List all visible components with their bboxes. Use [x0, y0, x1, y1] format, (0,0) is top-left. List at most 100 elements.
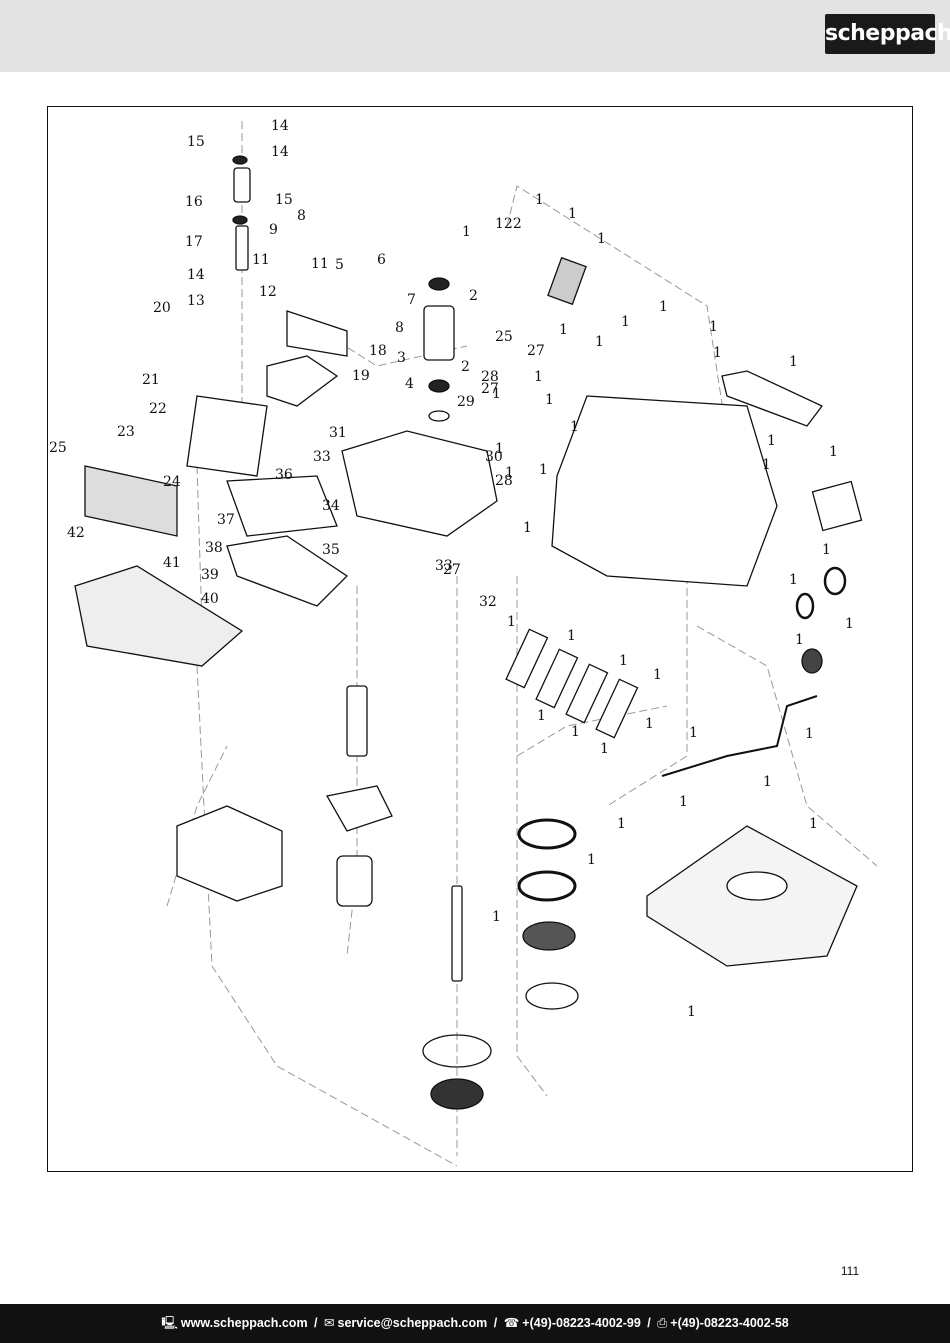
separator: /: [314, 1316, 318, 1330]
callout: 33: [313, 449, 331, 465]
callout: 4: [405, 376, 414, 392]
callout: 3: [397, 350, 406, 366]
callout: 1: [492, 386, 501, 402]
callout: 38: [205, 540, 223, 556]
header-band: [0, 0, 950, 72]
exploded-parts-diagram: 14 14 15 15 16 17 8 9 11 11 12 14 13 5 6…: [49, 118, 878, 1167]
callout: 1: [767, 433, 776, 449]
callout: 21: [142, 372, 160, 388]
callout: 19: [352, 368, 370, 384]
callout: 1: [539, 462, 548, 478]
callout: 1: [587, 852, 596, 868]
callout: 27: [481, 381, 499, 397]
callout: 8: [297, 208, 306, 224]
callout: 35: [322, 542, 340, 558]
callout: 12: [259, 284, 277, 300]
computer-icon: 🖳: [161, 1316, 178, 1330]
callout: 31: [329, 425, 347, 441]
callout: 18: [369, 343, 387, 359]
email-link[interactable]: service@scheppach.com: [337, 1316, 488, 1330]
callout: 1: [523, 520, 532, 536]
callout: 1: [505, 465, 514, 481]
callout: 40: [201, 591, 219, 607]
callout: 25: [495, 329, 513, 345]
callout: 25: [49, 440, 67, 456]
callout: 1: [597, 231, 606, 247]
callout: 1: [595, 334, 604, 350]
callout: 1: [619, 653, 628, 669]
callout: 14: [271, 118, 289, 134]
callout: 1: [621, 314, 630, 330]
website-link[interactable]: www.scheppach.com: [180, 1316, 308, 1330]
separator: /: [493, 1316, 498, 1330]
diagram-frame: [47, 106, 913, 1172]
callout: 1: [763, 774, 772, 790]
callout: 29: [457, 394, 475, 410]
phone-icon: ☎: [503, 1316, 520, 1330]
callout: 1: [653, 667, 662, 683]
callout: 11: [311, 256, 329, 272]
callout: 14: [187, 267, 205, 283]
callout: 1: [829, 444, 838, 460]
callout: 16: [185, 194, 203, 210]
callout: 9: [269, 222, 278, 238]
callout: 37: [217, 512, 235, 528]
callout: 22: [149, 401, 167, 417]
callout: 41: [163, 555, 181, 571]
callout: 1: [645, 716, 654, 732]
callout: 1: [571, 724, 580, 740]
callout: 1: [687, 1004, 696, 1020]
callout: 1: [570, 419, 579, 435]
assembly-guide-lines: [166, 121, 878, 1167]
callout: 20: [153, 300, 171, 316]
callout: 1: [713, 345, 722, 361]
callout: 34: [322, 498, 340, 514]
callout: 1: [805, 726, 814, 742]
mail-icon: ✉: [324, 1316, 335, 1330]
callout: 1: [545, 392, 554, 408]
callout: 1: [795, 632, 804, 648]
callout: 1: [845, 616, 854, 632]
callout: 1: [789, 354, 798, 370]
footer-contact-bar: 🖳www.scheppach.com / ✉service@scheppach.…: [0, 1304, 950, 1343]
callout: 27: [443, 562, 461, 578]
callout: 1: [762, 457, 771, 473]
callout: 14: [271, 144, 289, 160]
callout: 122: [495, 216, 522, 232]
callout: 1: [534, 369, 543, 385]
callout: 27: [527, 343, 545, 359]
phone-number: +(49)-08223-4002-99: [522, 1316, 641, 1330]
callout: 1: [659, 299, 668, 315]
callout: 28: [495, 473, 513, 489]
callout: 6: [377, 252, 386, 268]
callout: 39: [201, 567, 219, 583]
callout: 1: [567, 628, 576, 644]
callout: 1: [822, 542, 831, 558]
callout: 2: [469, 288, 478, 304]
part-callouts: 14 14 15 15 16 17 8 9 11 11 12 14 13 5 6…: [49, 118, 854, 1020]
callout: 15: [275, 192, 293, 208]
scheppach-logo: scheppach: [825, 14, 950, 54]
callout: 1: [789, 572, 798, 588]
callout: 1: [537, 708, 546, 724]
callout: 1: [492, 909, 501, 925]
callout: 36: [275, 467, 293, 483]
callout: 33: [435, 558, 453, 574]
callout: 1: [709, 319, 718, 335]
callout: 8: [395, 320, 404, 336]
callout: 28: [481, 369, 499, 385]
callout: 1: [507, 614, 516, 630]
separator: /: [647, 1316, 651, 1330]
fax-number: +(49)-08223-4002-58: [670, 1316, 789, 1330]
callout: 15: [187, 134, 205, 150]
callout: 42: [67, 525, 85, 541]
callout: 1: [689, 725, 698, 741]
part-outlines: [74, 155, 863, 1110]
callout: 1: [495, 441, 504, 457]
callout: 1: [568, 206, 577, 222]
callout: 13: [187, 293, 205, 309]
callout: 32: [479, 594, 497, 610]
callout: 5: [335, 257, 344, 273]
callout: 1: [809, 816, 818, 832]
callout: 1: [559, 322, 568, 338]
